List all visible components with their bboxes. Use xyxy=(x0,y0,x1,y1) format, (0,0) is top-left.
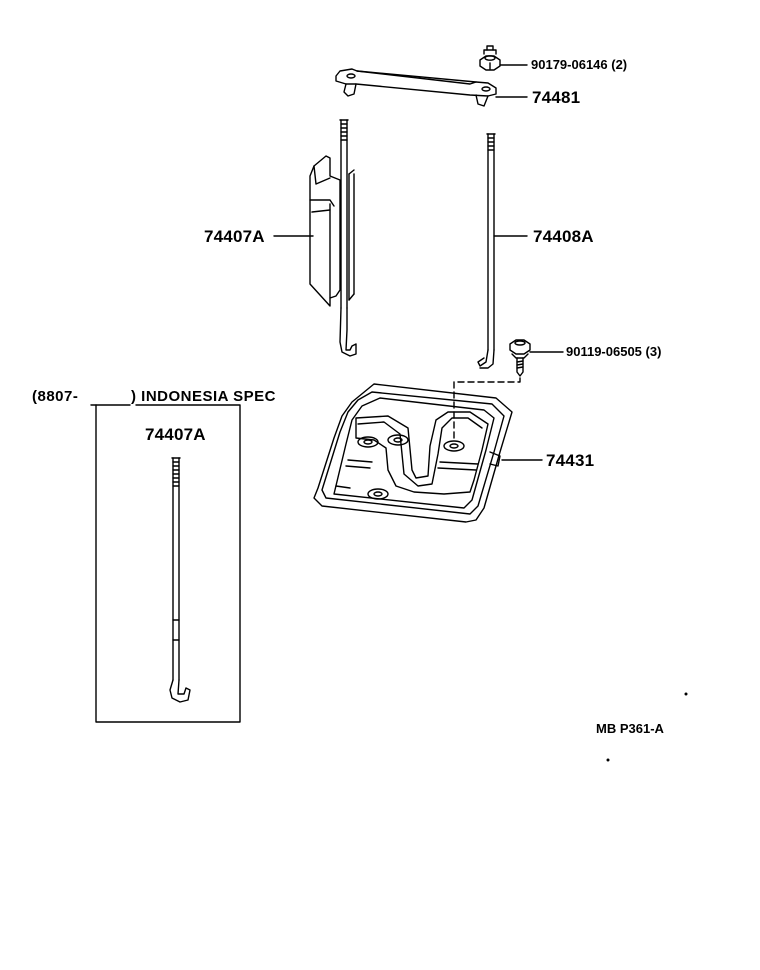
rod-74407a-part xyxy=(309,119,357,357)
label-rod-right: 74408A xyxy=(533,227,594,246)
speck xyxy=(684,692,688,696)
spec-box xyxy=(90,404,241,723)
label-clamp: 74481 xyxy=(532,88,581,107)
spec-rod-part xyxy=(169,457,191,703)
label-nut: 90179-06146 (2) xyxy=(531,57,628,72)
speck xyxy=(606,758,610,762)
clamp-part xyxy=(335,68,497,107)
alignment-dashed-line xyxy=(453,377,521,441)
label-spec-rod: 74407A xyxy=(145,425,206,444)
spec-title-label: ) INDONESIA SPEC xyxy=(131,388,276,405)
tray-74431-part xyxy=(313,383,513,523)
rod-74408a-part xyxy=(477,133,496,369)
drawing-code: MB P361-A xyxy=(596,721,664,736)
label-bolt: 90119-06505 (3) xyxy=(566,344,662,359)
spec-prefix-label: (8807- xyxy=(32,388,79,405)
bolt-icon xyxy=(509,339,531,377)
label-tray: 74431 xyxy=(546,451,595,470)
label-rod-left: 74407A xyxy=(204,227,265,246)
nut-icon xyxy=(479,45,501,71)
